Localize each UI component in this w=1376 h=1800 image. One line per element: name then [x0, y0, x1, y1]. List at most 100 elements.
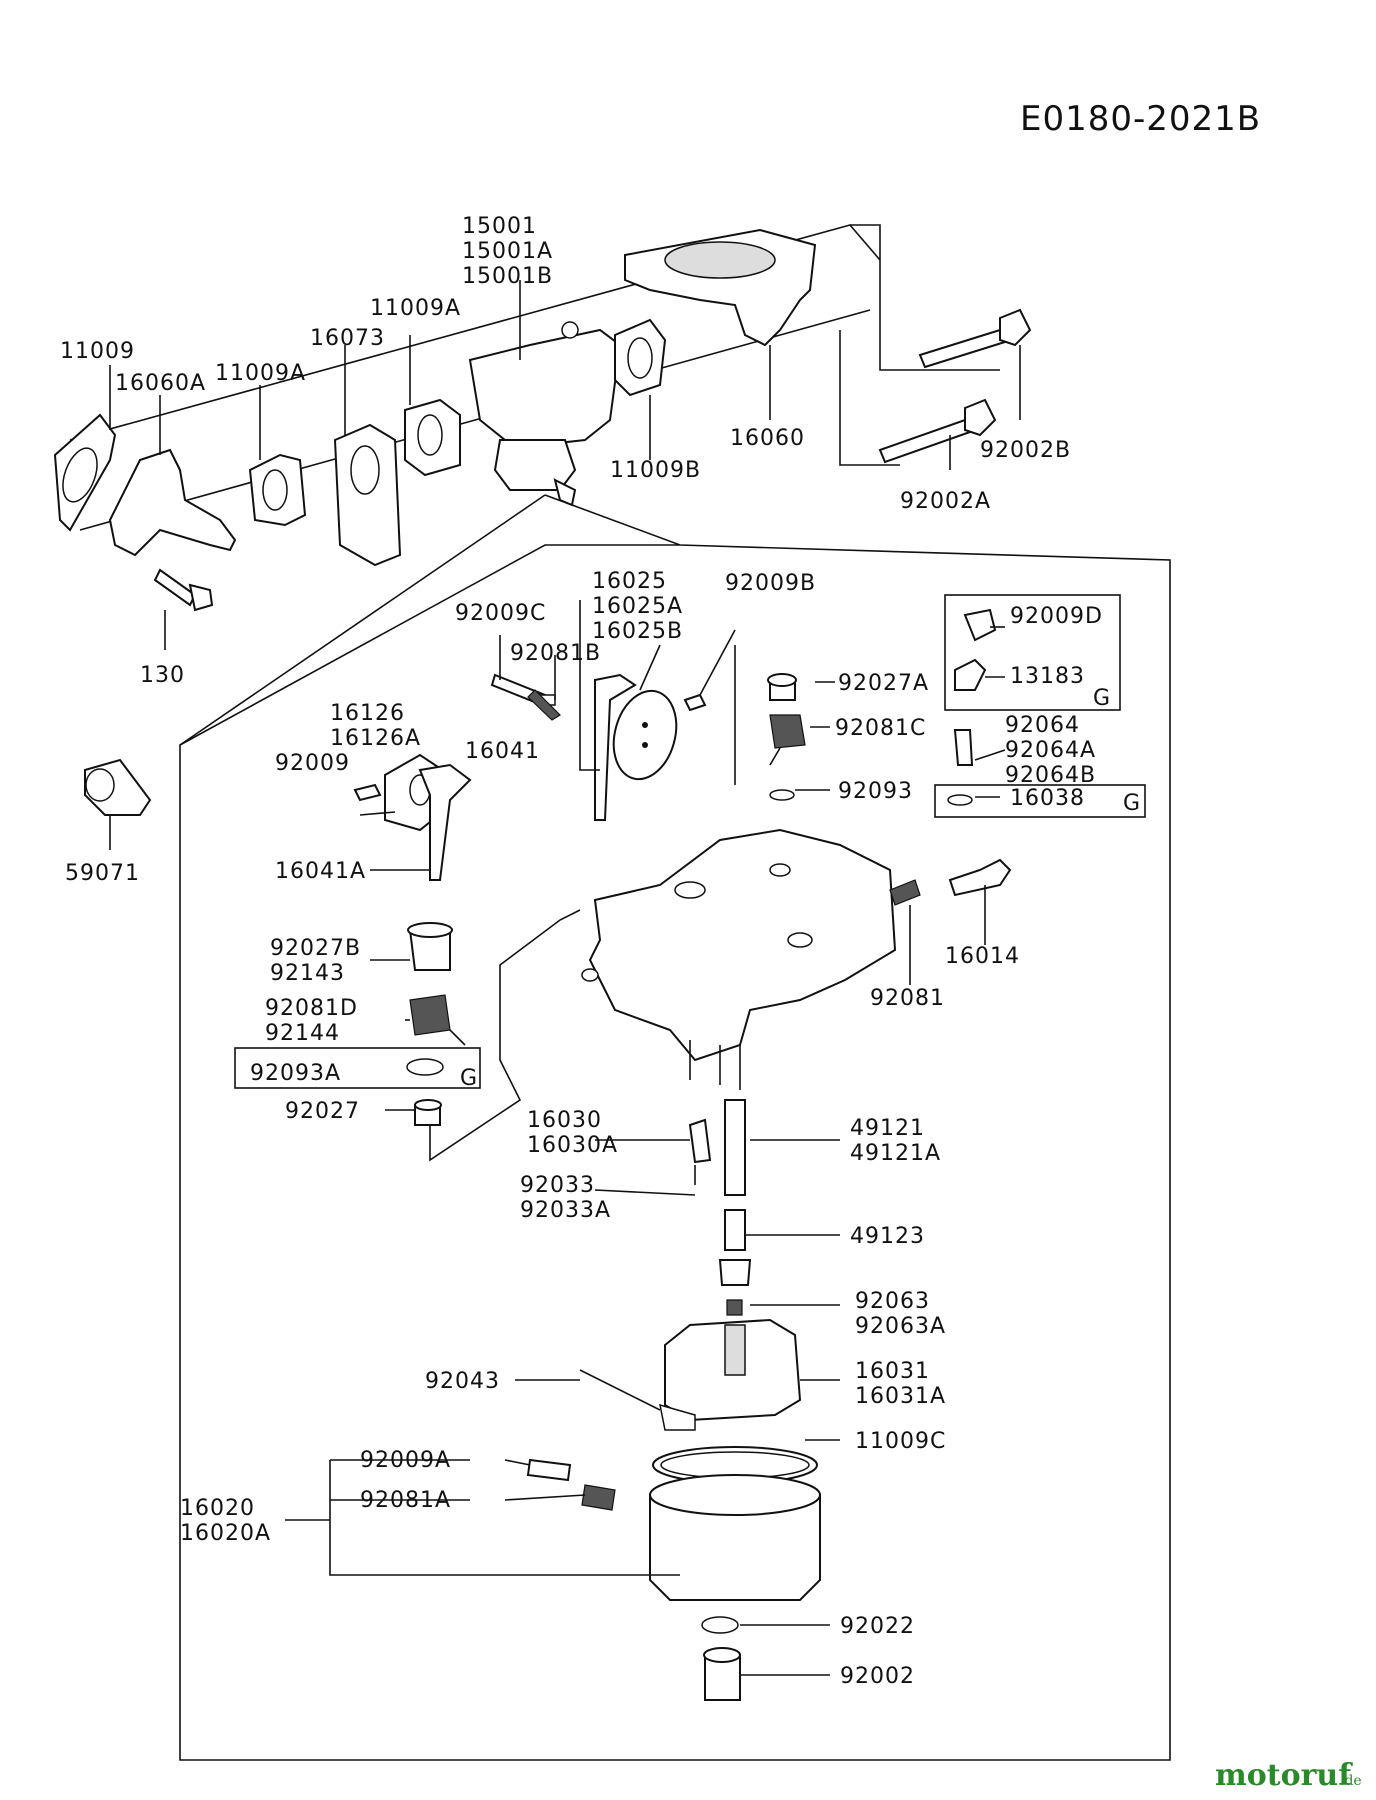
screw-92009d	[963, 608, 997, 642]
washer-92093	[769, 789, 795, 801]
carburetor-15001	[468, 328, 622, 447]
leader-lines	[285, 626, 1006, 1676]
watermark-suffix: .de	[1340, 1773, 1362, 1789]
label-92002a: 92002A	[900, 489, 991, 514]
g-marker-13183: G	[1093, 686, 1111, 711]
label-92009c: 92009C	[455, 601, 546, 626]
diagram-code: E0180-2021B	[1020, 99, 1261, 139]
label-59071: 59071	[65, 861, 140, 886]
label-92027a: 92027A	[838, 671, 929, 696]
part-labels: 15001 15001A 15001B 11009 16060A 11009A …	[60, 214, 1141, 1689]
label-92063a: 92063A	[855, 1314, 946, 1339]
label-11009a-1: 11009A	[215, 361, 306, 386]
label-130: 130	[140, 663, 185, 688]
intake-assembly	[53, 224, 1032, 650]
label-16025b: 16025B	[592, 619, 683, 644]
label-92081d: 92081D	[265, 996, 358, 1021]
label-11009b: 11009B	[610, 458, 701, 483]
emulsion-tube-49121	[724, 1099, 746, 1196]
bolt-92002a	[878, 418, 972, 464]
label-92043: 92043	[425, 1369, 500, 1394]
elbow-16060a	[108, 448, 237, 557]
label-16126a: 16126A	[330, 726, 421, 751]
label-92033: 92033	[520, 1173, 595, 1198]
insulator-16073	[333, 423, 402, 567]
fitting-59071	[84, 758, 152, 850]
label-11009c: 11009C	[855, 1429, 946, 1454]
idle-screw-16014	[948, 858, 1012, 897]
carburetor-bowl-small	[493, 439, 577, 491]
spring-92081a	[581, 1484, 616, 1511]
label-16031: 16031	[855, 1359, 930, 1384]
jet-16030	[688, 1118, 712, 1164]
label-16031a: 16031A	[855, 1384, 946, 1409]
washer-92022	[701, 1616, 739, 1634]
label-92081a: 92081A	[360, 1488, 451, 1513]
label-92081c: 92081C	[835, 716, 926, 741]
label-16126: 16126	[330, 701, 405, 726]
label-92033a: 92033A	[520, 1198, 611, 1223]
screw-92064	[953, 729, 974, 766]
label-92063: 92063	[855, 1289, 930, 1314]
label-92022: 92022	[840, 1614, 915, 1639]
box-92009d-13183	[944, 594, 1121, 711]
label-16060: 16060	[730, 426, 805, 451]
label-16014: 16014	[945, 944, 1020, 969]
label-11009a-2: 11009A	[370, 296, 461, 321]
g-marker-92093a: G	[460, 1066, 478, 1091]
screw-92009	[353, 783, 382, 802]
label-15001a: 15001A	[462, 239, 553, 264]
label-92064a: 92064A	[1005, 738, 1096, 763]
label-16030: 16030	[527, 1108, 602, 1133]
label-92009a: 92009A	[360, 1448, 451, 1473]
label-92002b: 92002B	[980, 438, 1071, 463]
label-16038: 16038	[1010, 786, 1085, 811]
label-15001: 15001	[462, 214, 537, 239]
screw-92009b	[683, 693, 707, 712]
label-92027: 92027	[285, 1099, 360, 1124]
label-49123: 49123	[850, 1224, 925, 1249]
screw-92009a	[526, 1458, 572, 1482]
bolt-92002b	[918, 328, 1007, 369]
label-49121: 49121	[850, 1116, 925, 1141]
label-92081b: 92081B	[510, 641, 601, 666]
spring-92081b	[527, 689, 561, 721]
washer-16038	[947, 794, 973, 806]
watermark: motoruf .de	[1215, 1758, 1362, 1793]
label-16073: 16073	[310, 326, 385, 351]
label-16020: 16020	[180, 1496, 255, 1521]
label-49121a: 49121A	[850, 1141, 941, 1166]
label-16025a: 16025A	[592, 594, 683, 619]
label-13183: 13183	[1010, 664, 1085, 689]
label-92009b: 92009B	[725, 571, 816, 596]
label-92143: 92143	[270, 961, 345, 986]
label-16060a: 16060A	[115, 371, 206, 396]
label-92009d: 92009D	[1010, 604, 1103, 629]
exploded-view-frame	[179, 494, 1171, 1761]
spring-92081	[889, 879, 921, 906]
g-marker-16038: G	[1123, 791, 1141, 816]
throttle-shaft-16041	[594, 673, 637, 821]
spring-92081c	[769, 714, 806, 749]
spring-92081d	[409, 994, 451, 1036]
watermark-text: motoruf	[1215, 1758, 1353, 1793]
carb-detail-parts	[234, 594, 1146, 1701]
throttle-plate-16025	[612, 689, 678, 781]
label-16030a: 16030A	[527, 1133, 618, 1158]
label-92093: 92093	[838, 779, 913, 804]
label-92081: 92081	[870, 986, 945, 1011]
label-16041: 16041	[465, 739, 540, 764]
lever-13183	[954, 658, 987, 691]
label-92064b: 92064B	[1005, 763, 1096, 788]
label-16020a: 16020A	[180, 1521, 271, 1546]
label-16025: 16025	[592, 569, 667, 594]
label-92144: 92144	[265, 1021, 340, 1046]
carburetor-body	[588, 828, 897, 1062]
label-92093a: 92093A	[250, 1061, 341, 1086]
nozzle-49123	[724, 1209, 746, 1251]
label-16041a: 16041A	[275, 859, 366, 884]
label-92027b: 92027B	[270, 936, 361, 961]
jet-92063	[726, 1299, 743, 1316]
label-11009: 11009	[60, 339, 135, 364]
